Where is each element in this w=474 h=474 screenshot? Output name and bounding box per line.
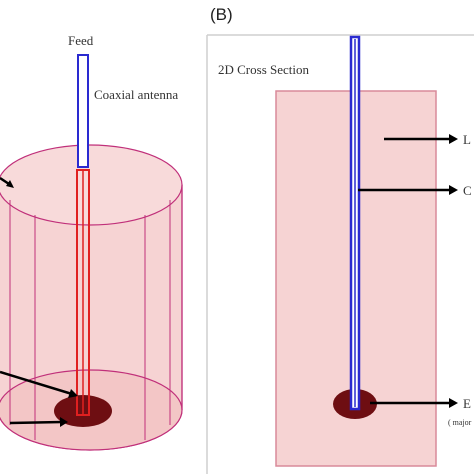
coax-feed-section bbox=[77, 54, 89, 168]
arrow bbox=[9, 420, 63, 425]
label-e: E bbox=[463, 396, 471, 411]
arrow-head bbox=[68, 389, 78, 398]
arrow-head bbox=[449, 398, 458, 408]
panel-a: Feed Coaxial antenna bbox=[0, 33, 183, 451]
panel-b-label: (B) bbox=[210, 5, 233, 24]
feed-label: Feed bbox=[68, 33, 94, 48]
label-l: L bbox=[463, 132, 471, 147]
panel-b: (B) 2D Cross Section L C E ( major bbox=[206, 5, 474, 474]
arrow bbox=[0, 370, 73, 396]
arrow-head bbox=[6, 180, 14, 188]
arrow-head bbox=[60, 417, 68, 427]
label-e-note: ( major bbox=[448, 418, 472, 427]
label-c: C bbox=[463, 183, 472, 198]
arrow-head bbox=[449, 185, 458, 195]
arrow-head bbox=[449, 134, 458, 144]
cross-section-title: 2D Cross Section bbox=[218, 62, 310, 77]
cylinder-top bbox=[0, 144, 183, 226]
coaxial-antenna-label: Coaxial antenna bbox=[94, 87, 178, 102]
